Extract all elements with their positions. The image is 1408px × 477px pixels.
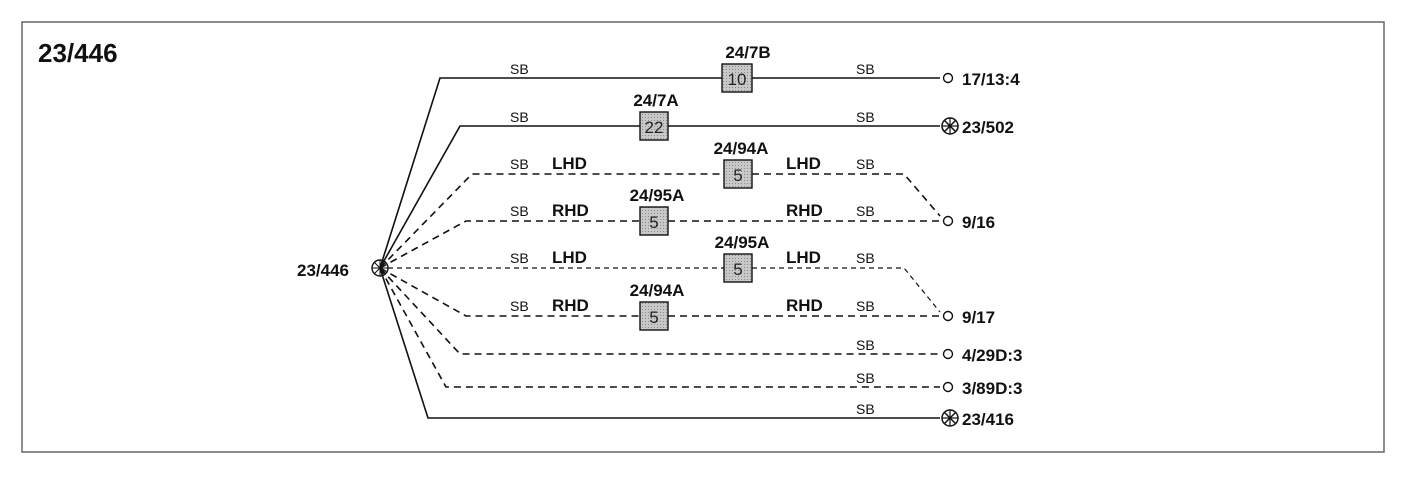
terminal-label-3: 9/16 bbox=[962, 213, 995, 232]
wire-3-right-color: SB bbox=[856, 156, 875, 172]
splice-icon bbox=[941, 409, 959, 427]
wire-1 bbox=[379, 77, 940, 269]
wire-4-left-variant: RHD bbox=[552, 201, 589, 220]
connector-box-2: 22 24/7A bbox=[633, 91, 679, 141]
connector-box-4: 5 24/95A bbox=[630, 186, 685, 236]
wire-9-right-color: SB bbox=[856, 401, 875, 417]
wire-4-right-variant: RHD bbox=[786, 201, 823, 220]
connector-box-5: 5 24/95A bbox=[715, 233, 770, 283]
terminal-label-4: 9/17 bbox=[962, 308, 995, 327]
wire-7 bbox=[379, 267, 940, 355]
connector-code-4: 24/95A bbox=[630, 186, 685, 205]
connector-box-1: 10 24/7B bbox=[721, 43, 771, 93]
wire-4-left-color: SB bbox=[510, 203, 529, 219]
pin-icon bbox=[942, 72, 954, 84]
wire-6-left-variant: RHD bbox=[552, 296, 589, 315]
connector-number-3: 5 bbox=[733, 166, 742, 185]
connector-number-1: 10 bbox=[728, 70, 747, 89]
wire-1-left-color: SB bbox=[510, 61, 529, 77]
pin-icon bbox=[942, 215, 954, 227]
wire-4-right-color: SB bbox=[856, 203, 875, 219]
connector-box-3: 5 24/94A bbox=[714, 139, 769, 189]
connector-number-6: 5 bbox=[649, 308, 658, 327]
terminal-label-2: 23/502 bbox=[962, 118, 1014, 137]
splice-icon bbox=[941, 117, 959, 135]
wire-5 bbox=[388, 267, 941, 313]
wire-5-right-variant: LHD bbox=[786, 248, 821, 267]
wire-1-right-color: SB bbox=[856, 61, 875, 77]
wire-2-right-color: SB bbox=[856, 109, 875, 125]
wire-4 bbox=[379, 220, 940, 269]
wire-2 bbox=[379, 125, 940, 269]
wire-3-right-variant: LHD bbox=[786, 154, 821, 173]
connector-number-4: 5 bbox=[649, 213, 658, 232]
connector-number-2: 22 bbox=[645, 118, 664, 137]
terminal-label-1: 17/13:4 bbox=[962, 70, 1020, 89]
wire-2-left-color: SB bbox=[510, 109, 529, 125]
pin-icon bbox=[942, 348, 954, 360]
connector-code-6: 24/94A bbox=[630, 281, 685, 300]
wire-3-left-color: SB bbox=[510, 156, 529, 172]
wire-3 bbox=[379, 173, 941, 269]
wire-9 bbox=[379, 267, 940, 419]
wire-8 bbox=[379, 267, 940, 388]
connector-box-6: 5 24/94A bbox=[630, 281, 685, 331]
terminal-label-5: 4/29D:3 bbox=[962, 346, 1022, 365]
wire-6-right-variant: RHD bbox=[786, 296, 823, 315]
connector-code-3: 24/94A bbox=[714, 139, 769, 158]
connector-code-2: 24/7A bbox=[633, 91, 678, 110]
wire-6-right-color: SB bbox=[856, 298, 875, 314]
wire-5-left-variant: LHD bbox=[552, 248, 587, 267]
wire-5-right-color: SB bbox=[856, 250, 875, 266]
pin-icon bbox=[942, 381, 954, 393]
connector-number-5: 5 bbox=[733, 260, 742, 279]
source-label: 23/446 bbox=[297, 261, 349, 280]
wire-6-left-color: SB bbox=[510, 298, 529, 314]
wire-7-right-color: SB bbox=[856, 337, 875, 353]
connector-code-5: 24/95A bbox=[715, 233, 770, 252]
wire-8-right-color: SB bbox=[856, 370, 875, 386]
wire-5-left-color: SB bbox=[510, 250, 529, 266]
diagram-frame bbox=[21, 21, 1385, 453]
diagram-title: 23/446 bbox=[38, 38, 118, 68]
pin-icon bbox=[942, 310, 954, 322]
wire-3-left-variant: LHD bbox=[552, 154, 587, 173]
terminal-label-6: 3/89D:3 bbox=[962, 379, 1022, 398]
terminal-label-7: 23/416 bbox=[962, 410, 1014, 429]
connector-code-1: 24/7B bbox=[725, 43, 770, 62]
wire-6 bbox=[379, 267, 940, 317]
